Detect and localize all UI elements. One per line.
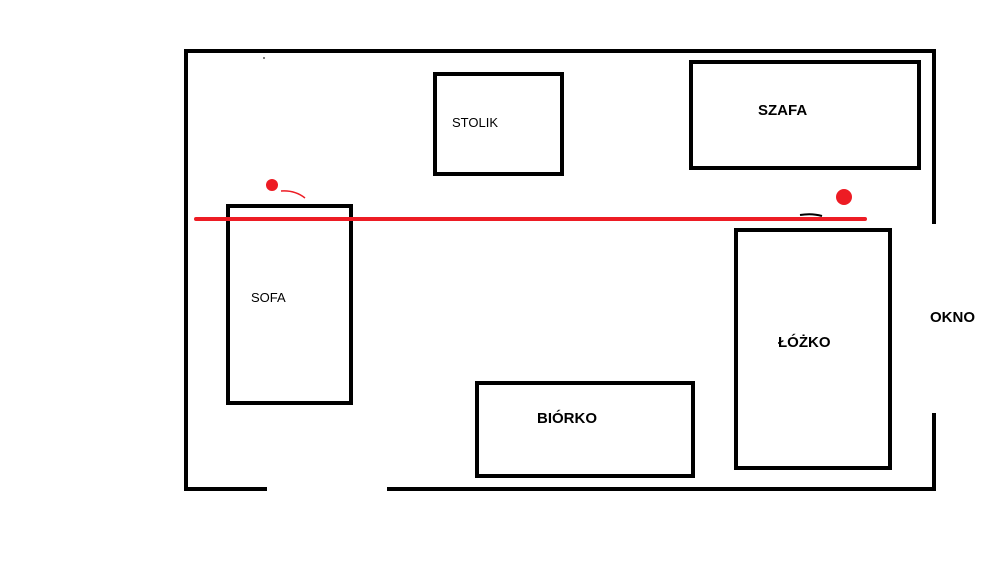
red-dot-left: [266, 179, 278, 191]
stolik-outline: [433, 72, 564, 176]
furniture-szafa: SZAFA: [689, 60, 921, 170]
stolik-label: STOLIK: [452, 115, 498, 130]
sofa-label: SOFA: [251, 290, 286, 305]
red-marker: [194, 179, 867, 221]
room-walls: [184, 49, 936, 491]
biurko-outline: [475, 381, 695, 478]
biurko-label: BIÓRKO: [537, 409, 597, 427]
furniture-biurko: BIÓRKO: [475, 381, 695, 478]
window-label: OKNO: [930, 309, 975, 326]
furniture-lozko: ŁÓŻKO: [734, 228, 892, 470]
szafa-label: SZAFA: [758, 102, 807, 119]
szafa-outline: [689, 60, 921, 170]
lozko-outline: [734, 228, 892, 470]
red-squiggle: [280, 190, 306, 199]
sofa-outline: [226, 204, 353, 405]
furniture-stolik: STOLIK: [433, 72, 564, 176]
black-squiggle: [799, 213, 823, 217]
furniture-sofa: SOFA: [226, 204, 353, 405]
lozko-label: ŁÓŻKO: [778, 333, 831, 351]
red-dot-right: [836, 189, 852, 205]
